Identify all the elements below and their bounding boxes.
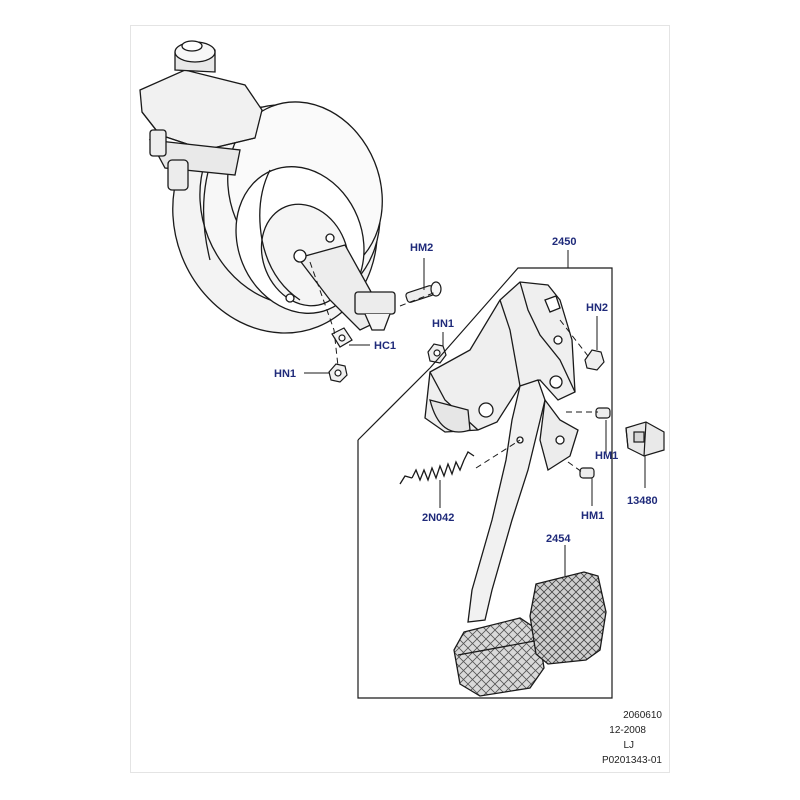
callout-2454: 2454 bbox=[546, 533, 571, 545]
callout-2n042: 2N042 bbox=[422, 512, 455, 524]
callout-hc1: HC1 bbox=[374, 340, 397, 352]
footer-date: 12-2008 bbox=[609, 725, 646, 736]
bushing-hm1-lower bbox=[579, 467, 595, 479]
pedal-assembly-bracket bbox=[357, 267, 613, 699]
stud-hm2 bbox=[405, 281, 442, 303]
return-spring-2n042 bbox=[399, 451, 475, 485]
master-cylinder-reservoir bbox=[139, 40, 263, 191]
pedal-box bbox=[424, 281, 576, 433]
pedal-pad-left bbox=[453, 617, 545, 697]
bushing-hm1-upper bbox=[595, 407, 611, 419]
clip-hc1 bbox=[331, 327, 353, 348]
nut-hn1-lower bbox=[328, 363, 348, 383]
pedal-pad-2454 bbox=[529, 571, 607, 665]
nut-hn2 bbox=[584, 349, 605, 371]
callout-2450: 2450 bbox=[552, 236, 577, 248]
callout-hm2: HM2 bbox=[410, 242, 434, 254]
footer-initials: LJ bbox=[623, 740, 634, 751]
callout-hm1-lower: HM1 bbox=[581, 510, 605, 522]
callout-hm1-upper: HM1 bbox=[595, 450, 619, 462]
switch-13480 bbox=[625, 421, 665, 457]
footer-figure-id: P0201343-01 bbox=[601, 755, 662, 766]
callout-13480: 13480 bbox=[627, 495, 658, 507]
leader-lines bbox=[304, 250, 646, 576]
brake-pedal-arm bbox=[467, 379, 579, 623]
callout-hn2: HN2 bbox=[586, 302, 609, 314]
assembly-guide-lines bbox=[309, 261, 598, 473]
brake-booster bbox=[172, 101, 396, 334]
callout-hn1-lower: HN1 bbox=[274, 368, 297, 380]
footer-code: 2060610 bbox=[623, 710, 662, 721]
callout-hn1-upper: HN1 bbox=[432, 318, 455, 330]
nut-hn1-upper bbox=[427, 343, 447, 364]
